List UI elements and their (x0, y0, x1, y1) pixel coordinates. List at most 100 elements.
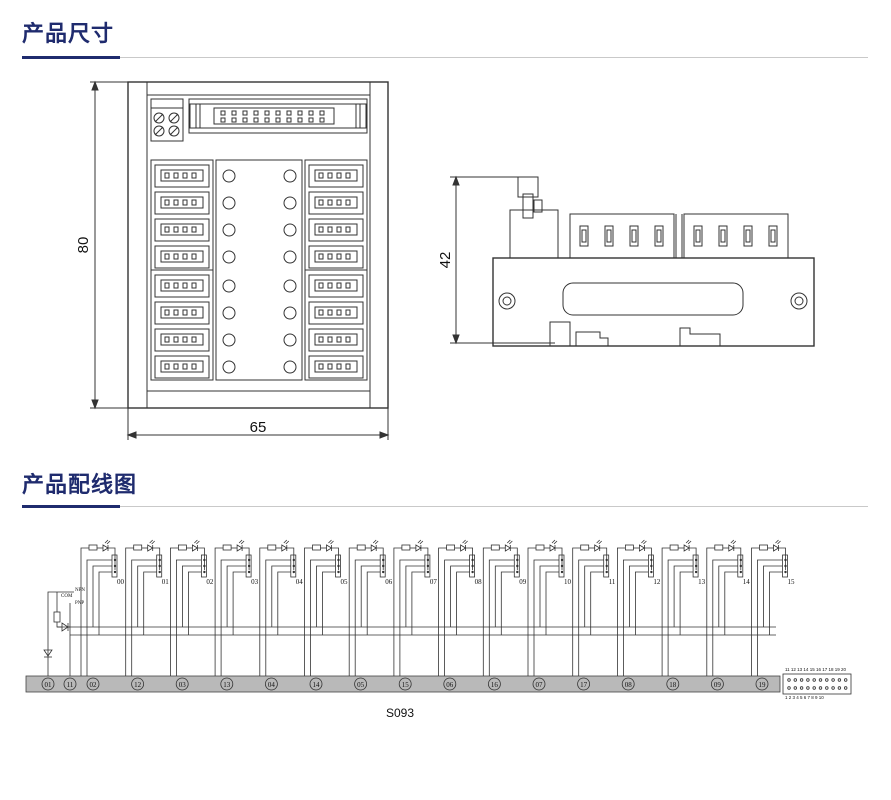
dimensions-divider (22, 57, 868, 58)
terminal-screw (327, 309, 333, 316)
terminal-screw (327, 199, 333, 206)
pcb-plate (492, 257, 815, 347)
label-com: COM (61, 594, 73, 599)
led-indicator (283, 279, 297, 293)
terminal-screw (191, 282, 197, 289)
channel-02 (169, 539, 207, 676)
channel-label: 09 (519, 578, 527, 586)
channel-label: 00 (117, 578, 125, 586)
terminal-18 (666, 677, 680, 691)
terminal-screw (173, 336, 179, 343)
channel-06 (348, 539, 386, 676)
channel-label: 03 (251, 578, 259, 586)
connector-pin (831, 686, 835, 690)
connector-pin (799, 686, 804, 690)
terminal-slot (308, 218, 364, 242)
connector-bottom-numbers: 1 2 3 4 5 6 7 8 9 10 (785, 695, 824, 700)
terminal-screw (345, 363, 351, 370)
terminal-label: 02 (90, 681, 98, 689)
header-pin (286, 110, 292, 116)
terminal-screw (164, 363, 170, 370)
terminal-screw (327, 253, 333, 260)
terminal-screw (336, 282, 342, 289)
terminal-screw (336, 363, 342, 370)
terminal-02 (86, 677, 100, 691)
header-pin (220, 110, 226, 116)
terminal-slot (308, 328, 364, 352)
terminal-screw (182, 226, 188, 233)
side-screw (693, 225, 703, 247)
power-terminal (150, 98, 184, 142)
terminal-slot (308, 191, 364, 215)
channel-13 (661, 539, 699, 676)
connector-pin (793, 678, 797, 682)
front-view (90, 80, 390, 440)
side-screw (579, 225, 589, 247)
connector-pin (787, 678, 791, 682)
led-indicator (222, 196, 236, 210)
terminal-screw (191, 226, 197, 233)
terminal-07 (532, 677, 546, 691)
header-pin (319, 110, 325, 116)
terminal-12 (131, 677, 145, 691)
terminal-09 (711, 677, 724, 691)
connector-pin (793, 686, 797, 690)
terminal-screw (345, 309, 351, 316)
side-screw (654, 225, 664, 247)
led-indicator (222, 279, 236, 293)
connector-pin (799, 678, 804, 682)
din-clip (549, 321, 571, 347)
side-height-dimension-label: 42 (437, 252, 454, 269)
terminal-screw (336, 199, 342, 206)
terminal-screw (336, 336, 342, 343)
terminal-14 (309, 677, 323, 691)
channel-03 (214, 539, 252, 676)
module-body (127, 81, 389, 409)
terminal-screw (173, 282, 179, 289)
terminal-screw (327, 336, 333, 343)
led-indicator (283, 223, 297, 237)
led-indicator (222, 169, 236, 183)
terminal-screw (182, 309, 188, 316)
side-terminal-left (569, 213, 675, 259)
header-pin (297, 117, 303, 123)
terminal-screw (182, 199, 188, 206)
terminal-15 (398, 677, 412, 691)
header-pin (253, 110, 259, 116)
channel-label: 01 (162, 578, 170, 586)
side-view (450, 175, 815, 347)
idc-header (188, 98, 368, 134)
led-indicator (222, 333, 236, 347)
terminal-label: 18 (669, 681, 677, 689)
terminal-screw (336, 172, 342, 179)
led-indicator (283, 196, 297, 210)
side-screw (768, 225, 778, 247)
channel-09 (482, 539, 520, 676)
channel-label: 07 (430, 578, 438, 586)
connector-pin (818, 678, 823, 682)
terminal-screw (345, 226, 351, 233)
terminal-screw (318, 309, 324, 316)
terminal-label: 13 (223, 681, 231, 689)
header-pin (275, 110, 281, 116)
header-pin (242, 110, 248, 116)
terminal-label: 11 (67, 681, 74, 689)
terminal-screw (182, 363, 188, 370)
side-screw (718, 225, 728, 247)
channel-07 (393, 539, 431, 676)
terminal-screw (345, 199, 351, 206)
led-indicator (222, 306, 236, 320)
terminal-screw (191, 309, 197, 316)
led-panel (215, 159, 303, 381)
terminal-slot (154, 164, 210, 188)
terminal-screw (191, 253, 197, 260)
led-indicator (283, 306, 297, 320)
terminal-screw (164, 253, 170, 260)
terminal-label: 05 (357, 681, 365, 689)
terminal-screw (182, 253, 188, 260)
header-pin (231, 117, 237, 123)
channel-12 (617, 539, 654, 676)
terminal-label: 14 (313, 681, 321, 689)
terminal-screw (336, 253, 342, 260)
